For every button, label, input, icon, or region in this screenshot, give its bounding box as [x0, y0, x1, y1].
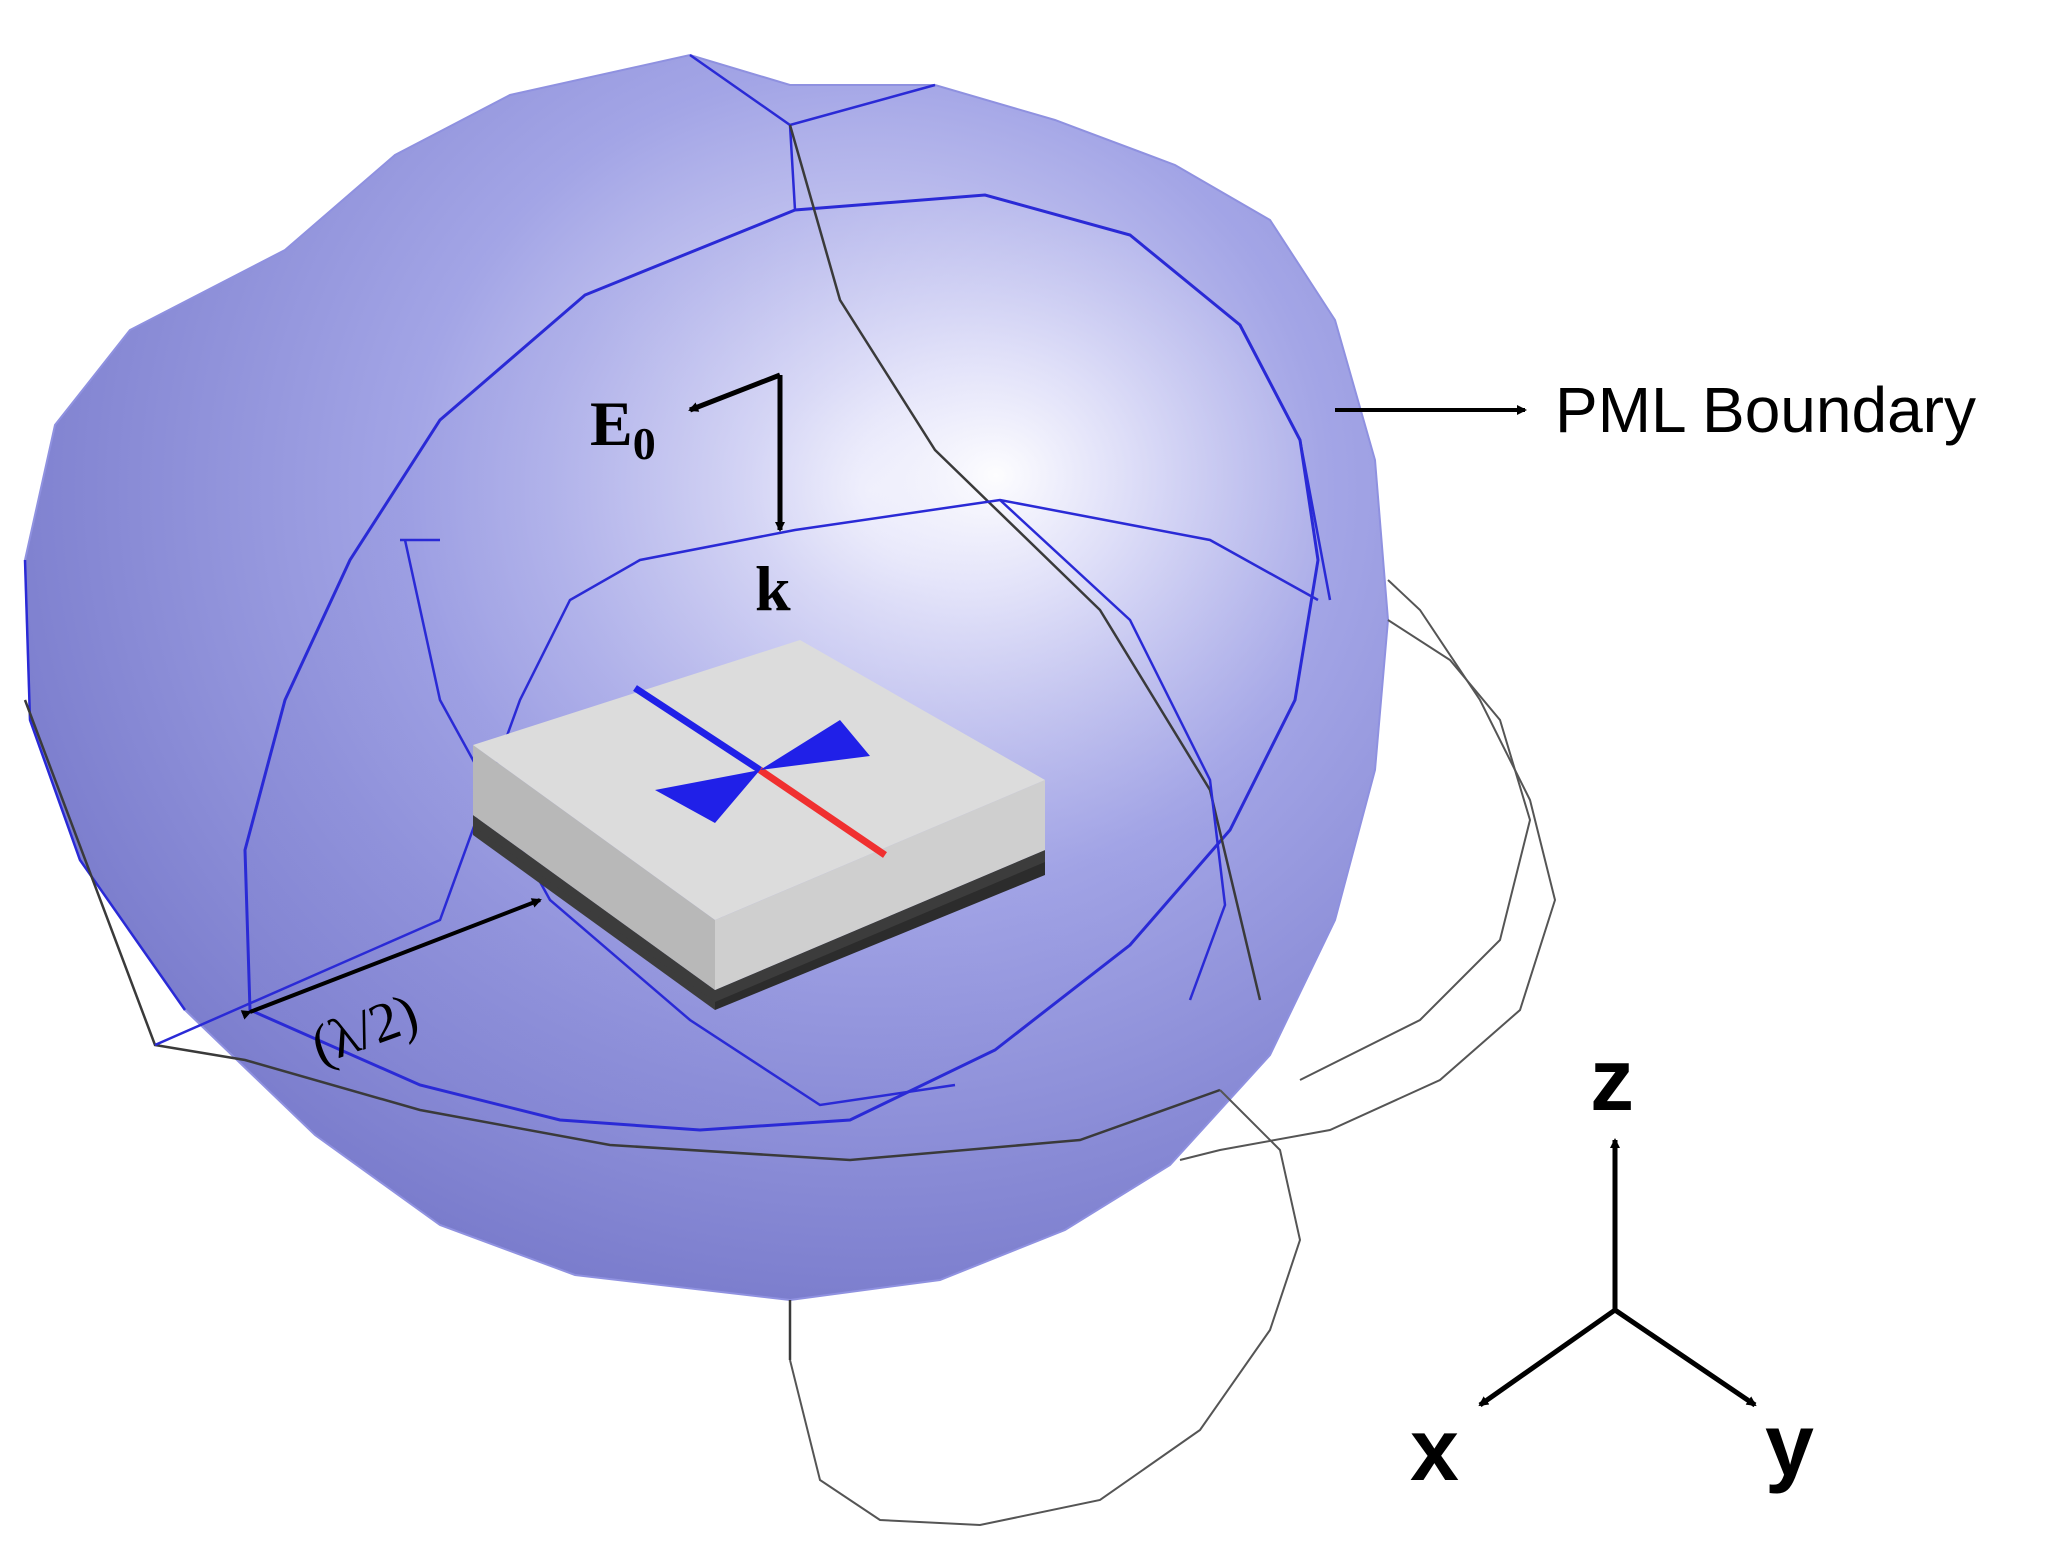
antenna-left-triangle: [655, 770, 760, 823]
ground-layer-side: [715, 860, 1045, 1010]
pml-label: PML Boundary: [1555, 374, 1976, 446]
mesh-line-equator-blue: [154, 498, 1319, 1047]
mesh-line-outer-rim-blue: [23, 559, 187, 1011]
mesh-line-equator-front: [23, 699, 1221, 1162]
e-field-label: E0: [590, 388, 656, 469]
sphere-mesh-lines: [23, 53, 1332, 1360]
e-field-subscript: 0: [633, 418, 656, 469]
ground-layer-band: [473, 815, 1045, 1002]
mesh-line-inner-arc: [999, 499, 1227, 1001]
substrate-block-icon: [473, 640, 1045, 1010]
k-label: k: [755, 553, 791, 624]
mesh-line-inner-vertical: [400, 538, 956, 1107]
wireframe-loop-upper: [1179, 579, 1557, 1161]
mesh-line-right-blue: [1238, 324, 1332, 601]
substrate-side-face: [715, 780, 1045, 990]
antenna-right-triangle: [760, 720, 870, 770]
substrate-top-face: [473, 640, 1045, 920]
ground-layer-front: [473, 824, 715, 1010]
y-axis-arrow: [1613, 1307, 1757, 1408]
antenna-feed-line-blue: [633, 685, 762, 773]
x-axis-label: x: [1410, 1400, 1459, 1499]
wireframe-loop-lower: [789, 1089, 1302, 1527]
incident-field-arrows: [688, 372, 785, 532]
distance-indicator: [240, 898, 542, 1020]
distance-arrow-line: [240, 898, 542, 1020]
mesh-line-vertical-back: [788, 124, 1262, 1001]
substrate-front-face: [473, 745, 715, 990]
e-field-arrow: [688, 372, 781, 413]
z-axis-label: z: [1590, 1030, 1634, 1129]
wireframe-loop-inner: [1299, 619, 1532, 1081]
antenna-feed-line-red: [758, 767, 887, 858]
background-wireframe: [789, 579, 1557, 1527]
y-axis-label: y: [1765, 1395, 1814, 1494]
x-axis-arrow: [1478, 1307, 1617, 1408]
coordinate-axes: [1478, 1138, 1757, 1408]
bowtie-antenna-icon: [633, 685, 887, 858]
